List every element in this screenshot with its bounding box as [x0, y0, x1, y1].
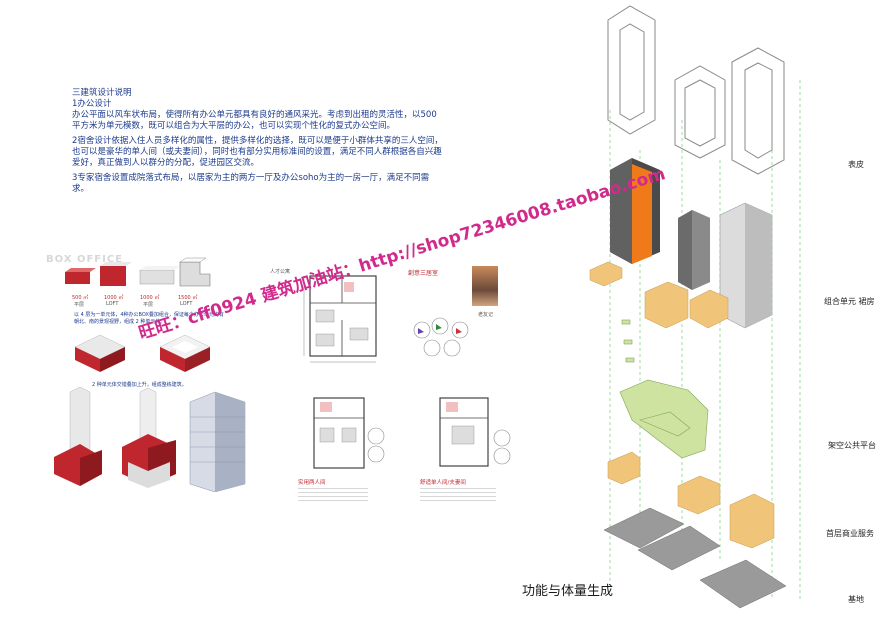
box-note-units: 以 4 层为一单元体，4种办公BOX叠加组合，保证每个办公单元均有朝北、南的景观…: [74, 312, 224, 325]
three-room-legend: 老友记: [478, 312, 494, 318]
plan-single-room: [439, 397, 511, 467]
intro-para-office: 办公平面以风车状布局，使得所有办公单元都具有良好的通风采光。考虑到出租的灵活性，…: [72, 110, 437, 131]
public-platform: [619, 319, 709, 459]
box-type-3: 平层: [143, 302, 154, 308]
box-module-500: [65, 268, 96, 284]
dorm-plans: [303, 275, 511, 469]
office-tower-b: [678, 210, 710, 290]
two-room-desc: [298, 488, 368, 502]
box-module-1500: [179, 257, 211, 287]
box-area-1: 500 ㎡: [72, 295, 89, 301]
intro-para-expert: 3专家宿舍设置成院落式布局，以居家为主的两方一厅及办公soho为主的一房一厅，满…: [72, 173, 430, 194]
unit-assembly-b: [159, 334, 211, 372]
office-tower-c: [719, 202, 773, 329]
box-area-4: 1500 ㎡: [178, 295, 198, 301]
box-office-label: BOX OFFICE: [46, 254, 124, 265]
single-room-desc: [420, 488, 496, 502]
box-module-1000a: [100, 262, 132, 286]
axon-title: 功能与体量生成: [522, 584, 614, 599]
tower-stage-3: [189, 391, 246, 492]
single-room-title: 舒适单人间/夫妻间: [420, 480, 466, 486]
box-type-2: LOFT: [106, 301, 119, 307]
office-tower-a: [610, 158, 660, 264]
tower-stage-1: [54, 386, 102, 486]
intro-para-dorm: 2宿舍设计依据入住人员多样化的属性，提供多样化的选择，既可以是便于小群体共享的三…: [72, 136, 443, 168]
intro-sub-office: 1办公设计: [72, 99, 112, 109]
site-base: [603, 507, 787, 609]
two-room-title: 实用两人间: [298, 480, 326, 486]
box-module-1000b: [139, 266, 180, 285]
box-note-stack: 2 种单元体交错叠加上升，组成整栋建筑。: [92, 382, 187, 388]
axonometric-diagram: [589, 5, 801, 609]
box-type-4: LOFT: [180, 301, 193, 307]
box-type-1: 平层: [74, 302, 85, 308]
box-area-2: 1000 ㎡: [104, 295, 124, 301]
design-intro: 三建筑设计说明 1办公设计 办公平面以风车状布局，使得所有办公单元都具有良好的通…: [72, 88, 444, 195]
three-room-photos: [472, 266, 498, 306]
three-room-icons: [413, 317, 469, 357]
podium-units: [589, 261, 729, 329]
ground-commercial: [607, 451, 775, 549]
unit-assembly-a: [74, 334, 126, 372]
label-skin: 表皮: [848, 160, 864, 169]
intro-heading: 三建筑设计说明: [72, 88, 132, 98]
tower-stage-2: [122, 387, 176, 488]
skin-layer: [607, 5, 785, 175]
dorm-plan-title: 人才公寓: [270, 269, 291, 275]
plan-three-room: [303, 275, 377, 363]
label-ground-commercial: 首层商业服务: [826, 529, 874, 538]
plan-two-room: [313, 397, 385, 469]
box-area-3: 1000 ㎡: [140, 295, 160, 301]
box-office-diagram: [54, 257, 246, 492]
label-site: 基地: [848, 595, 864, 604]
three-room-title: 創意三居室: [408, 270, 439, 277]
label-units-podium: 组合单元 裙房: [824, 297, 875, 306]
label-platform: 架空公共平台: [828, 441, 876, 450]
